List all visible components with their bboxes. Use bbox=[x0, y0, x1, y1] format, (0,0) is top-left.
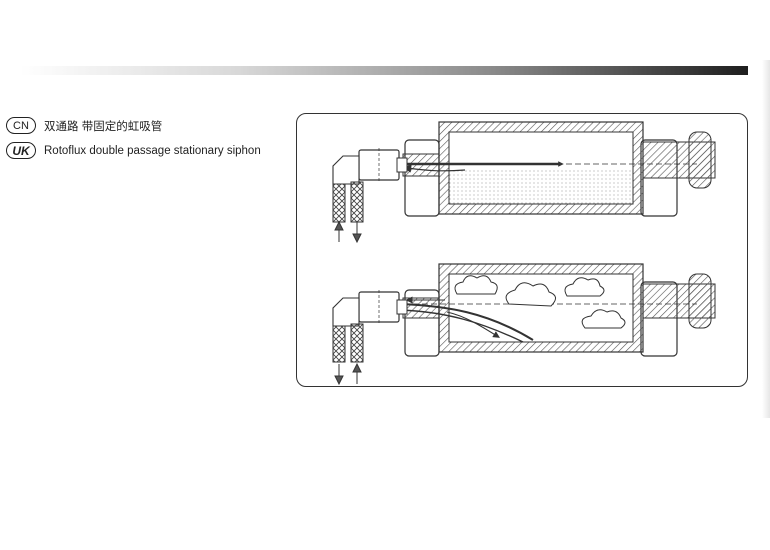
cn-badge: CN bbox=[6, 117, 36, 134]
page-edge-shadow bbox=[762, 60, 770, 418]
siphon-diagram-panel bbox=[296, 113, 748, 387]
caption-cn-text: 双通路 带固定的虹吸管 bbox=[44, 120, 163, 133]
uk-badge: UK bbox=[6, 142, 36, 159]
cloud-icon bbox=[581, 309, 626, 329]
condensate-pool bbox=[449, 168, 633, 204]
caption-cn: CN 双通路 带固定的虹吸管 bbox=[6, 117, 162, 134]
left-bearing bbox=[404, 139, 440, 217]
inlet-hose bbox=[332, 183, 346, 223]
siphon-diagram bbox=[332, 121, 716, 386]
up-arrow-icon bbox=[334, 220, 344, 242]
outlet-hose-lower bbox=[350, 323, 364, 363]
lower-assembly bbox=[332, 263, 716, 386]
upper-assembly bbox=[332, 121, 716, 244]
inlet-hose-lower bbox=[332, 325, 346, 363]
cloud-icon bbox=[564, 277, 605, 297]
up-arrow-icon bbox=[352, 362, 362, 384]
header-gradient-bar bbox=[20, 66, 748, 75]
cloud-icon bbox=[454, 275, 498, 295]
cloud-icon bbox=[505, 282, 556, 307]
right-gear-lower bbox=[688, 273, 712, 329]
outlet-hose bbox=[350, 181, 364, 223]
caption-uk-text: Rotoflux double passage stationary sipho… bbox=[44, 144, 261, 157]
down-arrow-icon bbox=[334, 364, 344, 386]
caption-uk: UK Rotoflux double passage stationary si… bbox=[6, 142, 261, 159]
down-arrow-icon bbox=[352, 222, 362, 244]
right-gear bbox=[688, 131, 712, 189]
